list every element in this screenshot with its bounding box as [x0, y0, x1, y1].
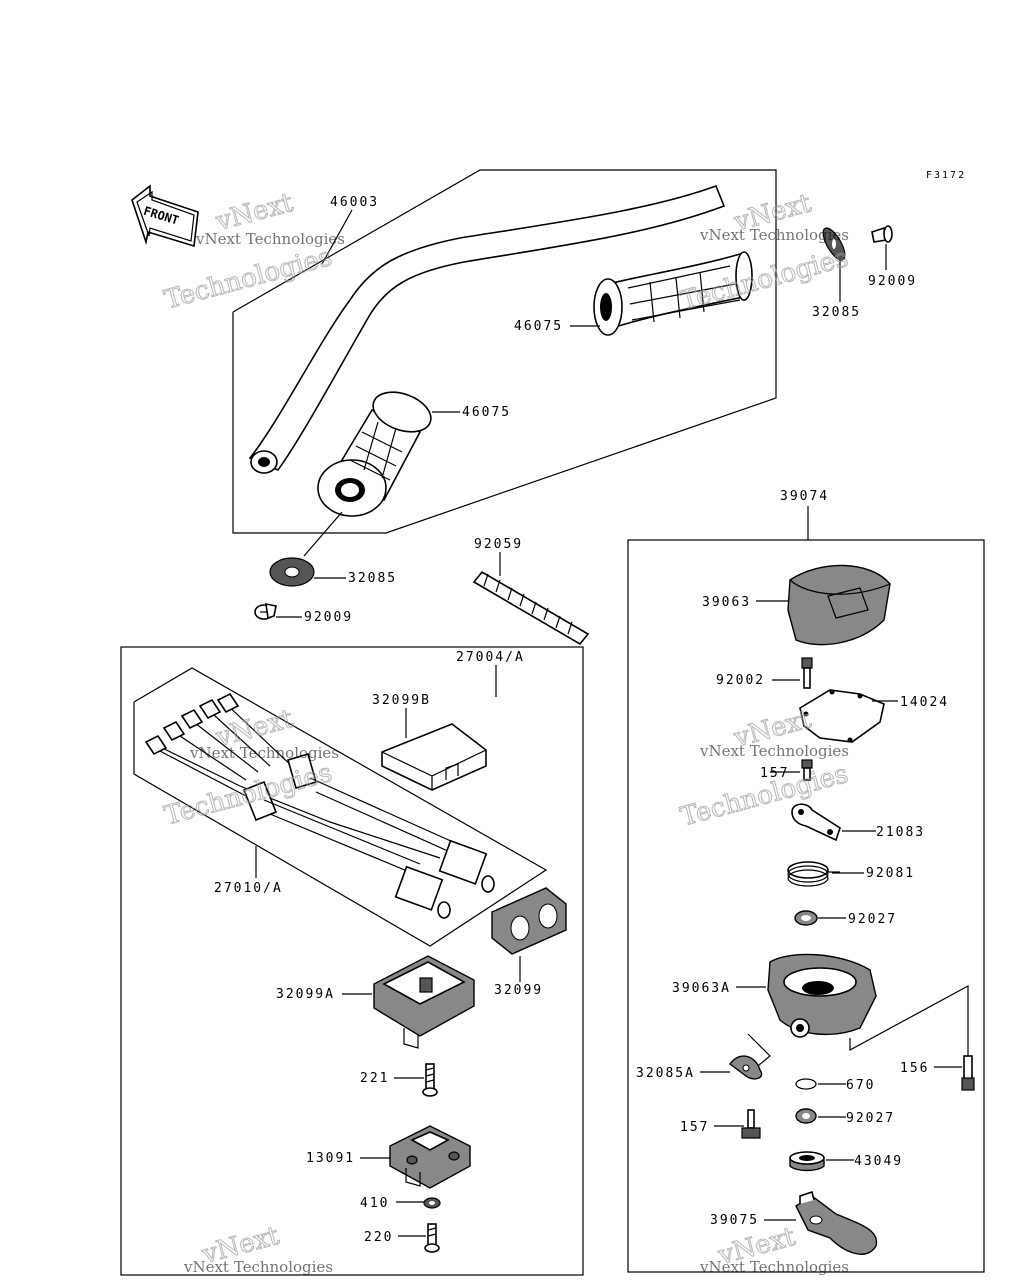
label-157-upper: 157: [760, 766, 789, 781]
leader-46003: [321, 209, 353, 265]
switch-group-box: [120, 646, 584, 1276]
svg-text:Technologies: Technologies: [161, 242, 335, 316]
throttle-housing[interactable]: [767, 953, 877, 1038]
label-32099B: 32099B: [372, 693, 431, 708]
washer-lower[interactable]: [795, 1108, 817, 1124]
seal[interactable]: [789, 1151, 825, 1172]
label-21083: 21083: [876, 825, 925, 840]
label-156: 156: [900, 1061, 929, 1076]
clamp-holder[interactable]: [389, 1125, 471, 1189]
svg-text:vNext Technologies: vNext Technologies: [699, 1258, 849, 1276]
screw-157-lower[interactable]: [741, 1109, 761, 1139]
switch-wiring[interactable]: [144, 692, 495, 919]
handlebar[interactable]: [248, 184, 726, 474]
bolt-156[interactable]: [961, 1055, 975, 1091]
label-39075: 39075: [710, 1213, 759, 1228]
label-157-lower: 157: [680, 1120, 709, 1135]
label-39063A: 39063A: [672, 981, 731, 996]
label-92009-left: 92009: [304, 610, 353, 625]
clip[interactable]: [729, 1055, 763, 1080]
washer-410[interactable]: [423, 1197, 441, 1209]
svg-text:vNext Technologies: vNext Technologies: [189, 744, 339, 762]
label-46075-left: 46075: [462, 405, 511, 420]
watermark-top-left: vNext vNext Technologies Technologies: [161, 187, 345, 316]
tube[interactable]: [472, 570, 590, 646]
switch-boot[interactable]: [491, 887, 567, 955]
label-43049: 43049: [854, 1154, 903, 1169]
front-arrow-icon: FRONT: [131, 184, 199, 248]
screw-157-upper[interactable]: [801, 759, 813, 781]
grip-right[interactable]: [593, 251, 753, 336]
throttle-cover[interactable]: [787, 564, 891, 646]
svg-text:vNext Technologies: vNext Technologies: [183, 1258, 333, 1276]
cover-plate[interactable]: [799, 689, 885, 743]
screw-left[interactable]: [254, 602, 277, 620]
switch-wiring-box: [133, 667, 548, 947]
svg-text:Technologies: Technologies: [161, 758, 335, 832]
bolt-220[interactable]: [424, 1223, 440, 1253]
watermark-bottom-right: vNext vNext Technologies: [699, 1221, 849, 1276]
svg-text:vNext Technologies: vNext Technologies: [699, 226, 849, 244]
switch-cover[interactable]: [381, 723, 487, 791]
washer-upper[interactable]: [794, 910, 818, 926]
label-32085A: 32085A: [636, 1066, 695, 1081]
label-670: 670: [846, 1078, 875, 1093]
end-cap-right[interactable]: [819, 225, 849, 263]
o-ring[interactable]: [795, 1078, 817, 1090]
svg-text:vNext Technologies: vNext Technologies: [699, 742, 849, 760]
end-cap-left[interactable]: [269, 557, 315, 587]
label-32085-left: 32085: [348, 571, 397, 586]
label-39063: 39063: [702, 595, 751, 610]
throttle-arm[interactable]: [791, 803, 841, 842]
label-410: 410: [360, 1196, 389, 1211]
leader-32085-left-up: [303, 511, 343, 557]
label-39074: 39074: [780, 489, 829, 504]
switch-housing[interactable]: [373, 955, 475, 1049]
label-46003: 46003: [330, 195, 379, 210]
bolt-92002[interactable]: [801, 657, 813, 689]
label-32099A: 32099A: [276, 987, 335, 1002]
label-220: 220: [364, 1230, 393, 1245]
label-92059: 92059: [474, 537, 523, 552]
label-32099: 32099: [494, 983, 543, 998]
sub-outline-right: [849, 984, 969, 1056]
watermark-bottom-left: vNext vNext Technologies: [183, 1220, 333, 1276]
label-27010A: 27010/A: [214, 881, 283, 896]
label-92027-lower: 92027: [846, 1111, 895, 1126]
label-92027-upper: 92027: [848, 912, 897, 927]
label-46075-right: 46075: [514, 319, 563, 334]
label-92002: 92002: [716, 673, 765, 688]
label-27004A: 27004/A: [456, 650, 525, 665]
figure-code: F3172: [926, 170, 966, 181]
label-14024: 14024: [900, 695, 949, 710]
label-32085-right: 32085: [812, 305, 861, 320]
bolt-221[interactable]: [422, 1063, 438, 1097]
label-221: 221: [360, 1071, 389, 1086]
svg-text:vNext Technologies: vNext Technologies: [195, 230, 345, 248]
screw-right[interactable]: [871, 225, 893, 243]
handlebar-group-outline: [232, 169, 777, 534]
label-92081: 92081: [866, 866, 915, 881]
throttle-box: [627, 539, 985, 1273]
spring[interactable]: [787, 861, 840, 887]
throttle-lever[interactable]: [795, 1190, 878, 1255]
label-13091: 13091: [306, 1151, 355, 1166]
grip-left[interactable]: [317, 385, 436, 517]
label-92009-right: 92009: [868, 274, 917, 289]
